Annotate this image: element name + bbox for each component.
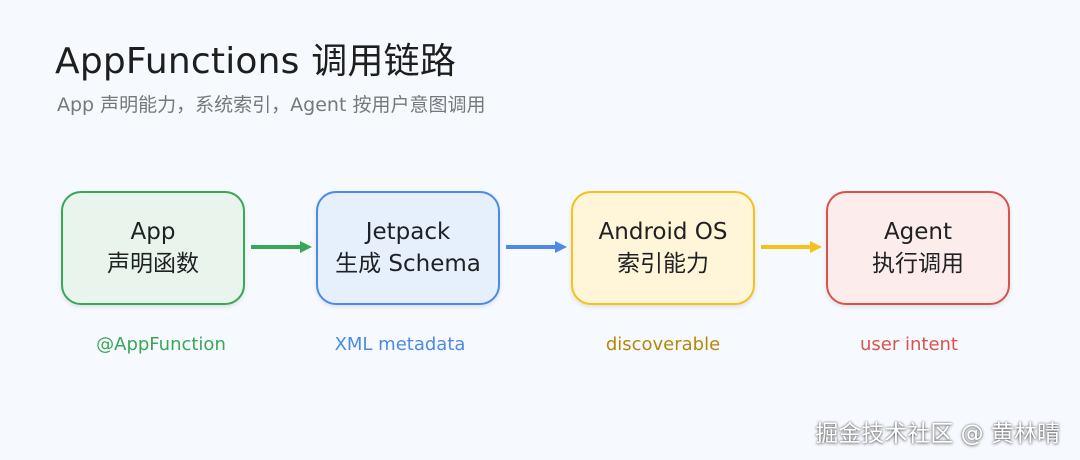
- step-app-title: App: [130, 219, 176, 245]
- watermark: 掘金技术社区 @ 黄林晴: [815, 421, 1060, 447]
- arrow-os-to-agent: [761, 241, 822, 253]
- step-android-os-desc: 索引能力: [617, 251, 709, 277]
- step-app-caption: @AppFunction: [96, 334, 226, 355]
- step-jetpack-title: Jetpack: [365, 219, 451, 245]
- step-app-desc: 声明函数: [107, 251, 199, 277]
- step-agent-title: Agent: [883, 219, 953, 245]
- step-jetpack-caption: XML metadata: [334, 334, 466, 355]
- step-android-os-caption: discoverable: [605, 334, 721, 355]
- page-title: AppFunctions 调用链路: [55, 41, 457, 82]
- page-subtitle: App 声明能力，系统索引，Agent 按用户意图调用: [57, 94, 486, 116]
- step-agent-box: Agent 执行调用: [826, 191, 1010, 305]
- step-agent-desc: 执行调用: [872, 251, 964, 277]
- step-android-os-title: Android OS: [598, 219, 728, 245]
- step-app-box: App 声明函数: [61, 191, 245, 305]
- step-jetpack-desc: 生成 Schema: [335, 251, 481, 277]
- arrow-jetpack-to-os: [506, 241, 567, 253]
- step-android-os-box: Android OS 索引能力: [571, 191, 755, 305]
- arrow-app-to-jetpack: [251, 241, 312, 253]
- step-agent-caption: user intent: [860, 334, 958, 355]
- step-jetpack-box: Jetpack 生成 Schema: [316, 191, 500, 305]
